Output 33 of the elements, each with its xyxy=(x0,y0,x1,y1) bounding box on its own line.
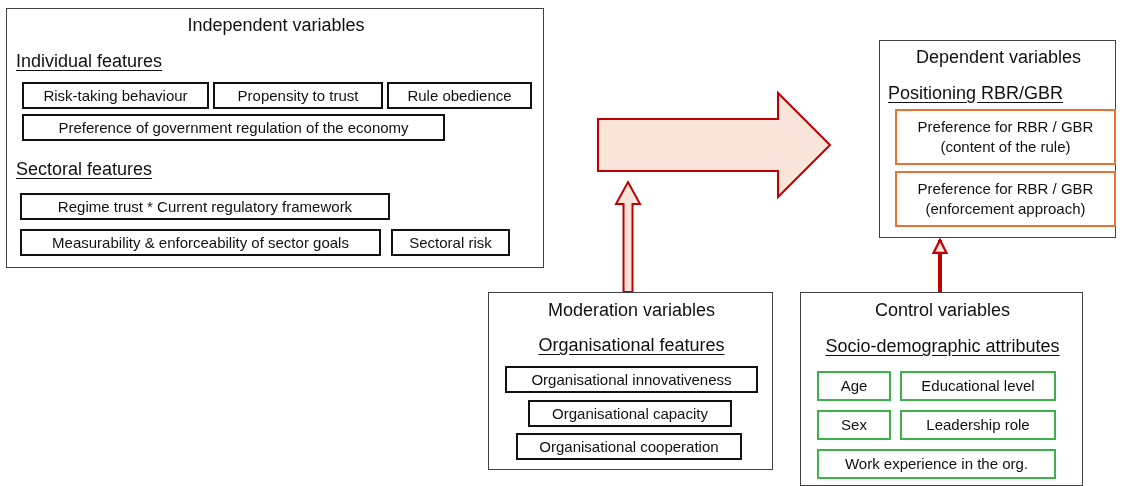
block-arrow xyxy=(597,90,832,200)
variable-box: Regime trust * Current regulatory framework xyxy=(20,193,390,220)
variable-box: Educational level xyxy=(900,371,1056,401)
variable-group-panel xyxy=(800,292,1083,486)
variable-box: Sex xyxy=(817,410,891,440)
section-heading: Sectoral features xyxy=(16,159,153,180)
variable-group-panel xyxy=(488,292,773,470)
section-heading: Socio-demographic attributes xyxy=(824,336,1061,357)
variable-box: Age xyxy=(817,371,891,401)
block-arrow xyxy=(614,179,642,293)
variable-box: Sectoral risk xyxy=(391,229,510,256)
variable-group-panel xyxy=(6,8,544,268)
variable-box: Leadership role xyxy=(900,410,1056,440)
variable-box: Rule obedience xyxy=(387,82,532,109)
variable-box: Risk-taking behaviour xyxy=(22,82,209,109)
group-title: Independent variables xyxy=(186,15,366,36)
arrow xyxy=(932,238,948,292)
variable-box: Work experience in the org. xyxy=(817,449,1056,479)
variable-box: Preference of government regulation of the economy xyxy=(22,114,445,141)
section-heading: Organisational features xyxy=(537,335,726,356)
group-title: Control variables xyxy=(873,300,1012,321)
group-title: Dependent variables xyxy=(914,47,1083,68)
group-title: Moderation variables xyxy=(546,300,717,321)
variable-box: Preference for RBR / GBR (content of the rule) xyxy=(895,109,1116,165)
variable-box: Organisational innovativeness xyxy=(505,366,758,393)
variable-box: Organisational cooperation xyxy=(516,433,742,460)
variable-box: Preference for RBR / GBR (enforcement approach) xyxy=(895,171,1116,227)
variable-box: Organisational capacity xyxy=(528,400,732,427)
variable-box: Measurability & enforceability of sector goals xyxy=(20,229,381,256)
variable-group-panel xyxy=(879,40,1116,238)
section-heading: Positioning RBR/GBR xyxy=(888,83,1064,104)
section-heading: Individual features xyxy=(16,51,163,72)
variable-box: Propensity to trust xyxy=(213,82,383,109)
